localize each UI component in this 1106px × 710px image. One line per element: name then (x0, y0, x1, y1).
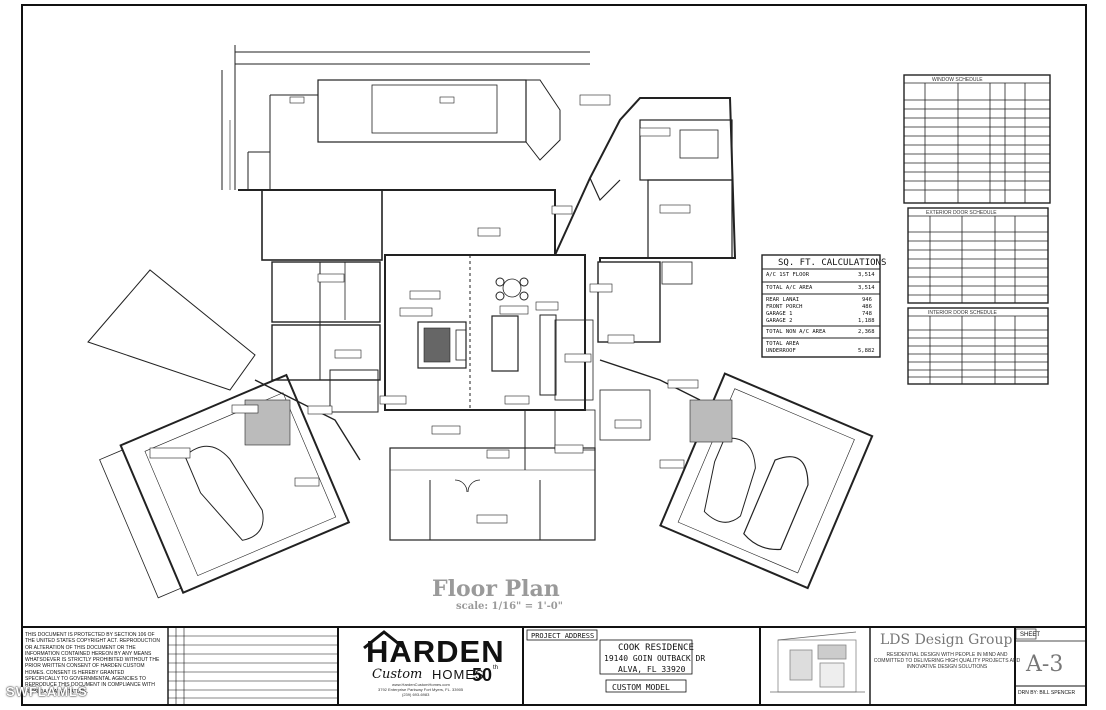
drawn-by: DRN BY: BILL SPENCER (1018, 690, 1076, 696)
interior-door-schedule-title: INTERIOR DOOR SCHEDULE (928, 310, 997, 316)
builder-homes: HOMES (432, 667, 485, 682)
sqft-row-label: A/C 1st FLOOR (766, 272, 810, 278)
drawing-title: Floor Plan (432, 576, 560, 602)
sqft-row-label: TOTAL AREA (766, 341, 800, 347)
builder-address: 3792 Enterprise Parkway Fort Myers, FL. … (378, 687, 464, 692)
builder-sub: Custom (372, 667, 423, 682)
project-street: 19140 GOIN OUTBACK DR (604, 654, 706, 663)
copyright-notice: THIS DOCUMENT IS PROTECTED BY SECTION 10… (25, 632, 161, 695)
project-city: ALVA, FL 33920 (618, 665, 686, 674)
sqft-row-label: GARAGE 2 (766, 318, 793, 324)
exterior-door-schedule-title: EXTERIOR DOOR SCHEDULE (926, 210, 997, 216)
sqft-row-value: 748 (862, 311, 872, 317)
sqft-row-value: 3,514 (858, 272, 875, 278)
project-model: CUSTOM MODEL (612, 683, 670, 692)
sheet-label: SHEET (1020, 632, 1041, 638)
sqft-row-value: 1,188 (858, 318, 875, 324)
sqft-row-label: FRONT PORCH (766, 304, 803, 310)
sqft-row-label: TOTAL A/C AREA (766, 285, 813, 291)
project-address-label: PROJECT ADDRESS (531, 632, 595, 640)
mls-watermark: SWFLAMLS (6, 684, 88, 699)
designer-tagline: RESIDENTIAL DESIGN WITH PEOPLE IN MIND A… (873, 652, 1021, 670)
sqft-row-label: TOTAL NON A/C AREA (766, 329, 826, 335)
builder-url: www.HardenCustomHomes.com (392, 682, 450, 687)
window-schedule-title: WINDOW SCHEDULE (932, 77, 983, 83)
sheet-border (21, 4, 1087, 706)
sqft-row-value: 2,368 (858, 329, 875, 335)
builder-phone: (239) 693-6983 (402, 692, 430, 697)
sheet-number: A-3 (1026, 652, 1064, 677)
builder-anniversary-suffix: th (493, 665, 499, 671)
title-block-frame (167, 627, 1086, 705)
sqft-row-value: 486 (862, 304, 872, 310)
sqft-calculations-box (761, 254, 881, 358)
house-rendering-image (770, 631, 865, 693)
builder-anniversary: 50 (472, 665, 493, 685)
builder-name: HARDEN (366, 634, 505, 669)
interior-door-schedule-table (907, 307, 1049, 385)
harden-roof-logo (363, 630, 405, 650)
designer-name: LDS Design Group (880, 632, 1013, 648)
project-name: COOK RESIDENCE (618, 643, 694, 653)
sqft-row-value: 3,514 (858, 285, 875, 291)
sqft-title: SQ. FT. CALCULATIONS (778, 258, 887, 268)
sqft-row-value: 5,882 (858, 348, 875, 354)
sqft-row-label: UNDERROOF (766, 348, 796, 354)
window-schedule-table (903, 74, 1051, 204)
sqft-row-label: GARAGE 1 (766, 311, 793, 317)
room-labels (149, 94, 699, 524)
drawing-scale: scale: 1/16" = 1'-0" (456, 601, 563, 612)
sqft-row-label: REAR LANAI (766, 297, 800, 303)
sqft-row-value: 946 (862, 297, 872, 303)
exterior-door-schedule-table (907, 207, 1049, 304)
